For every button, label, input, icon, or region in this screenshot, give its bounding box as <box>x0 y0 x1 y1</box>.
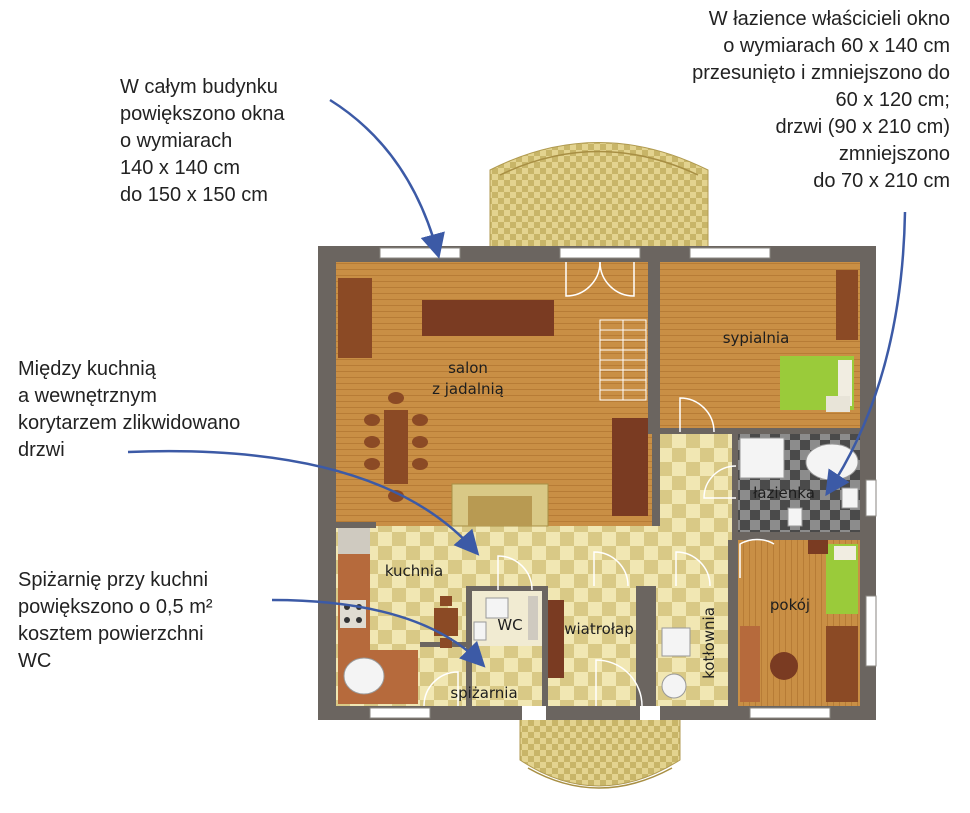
interior-walls <box>336 246 860 706</box>
salon-furniture <box>338 278 648 527</box>
bottom-terrace <box>519 711 681 789</box>
boiler-door <box>675 551 711 587</box>
bedroom-door <box>679 397 715 433</box>
top-terrace <box>489 142 709 249</box>
arrow-kitchen-door <box>127 449 480 556</box>
room-label-wc: WC <box>497 616 522 634</box>
room-label-kuchnia: kuchnia <box>385 562 443 580</box>
pantry-door <box>423 671 459 707</box>
wc-door <box>497 555 533 591</box>
room-label-pokoj: pokój <box>770 596 810 614</box>
room-label-lazienka: łazienka <box>753 484 815 502</box>
stairs <box>599 319 647 401</box>
room-label-spizarnia: spiżarnia <box>450 684 517 702</box>
room-label-sypialnia: sypialnia <box>723 329 790 347</box>
annotation-arrows <box>127 98 907 668</box>
kotlownia-fixtures <box>661 627 691 699</box>
bathroom-door <box>703 465 737 499</box>
annotation-pantry: Spiżarnię przy kuchni powiększono o 0,5 … <box>18 569 213 672</box>
room-label-wiatrolap: wiatrołap <box>564 620 634 638</box>
arrow-windows <box>329 98 445 259</box>
terrace-door <box>565 261 635 297</box>
windows <box>369 247 877 719</box>
annotation-kitchen-door: Między kuchnią a wewnętrznym korytarzem … <box>18 358 241 461</box>
room-label-kotlownia: kotłownia <box>700 607 718 679</box>
room-label-salon-2: z jadalnią <box>432 380 504 398</box>
wc-fixtures <box>473 596 538 641</box>
arrow-pantry <box>271 598 486 668</box>
wiatrolap-furniture <box>548 600 564 678</box>
hall-floor <box>660 432 736 532</box>
entrance-door <box>595 659 643 707</box>
pokoj-door <box>739 538 775 578</box>
arrow-bathroom <box>825 211 907 497</box>
annotation-bathroom: W łazience właścicieli okno o wymiarach … <box>692 8 950 192</box>
annotation-windows: W całym budynku powiększono okna o wymia… <box>120 76 285 206</box>
sypialnia-furniture <box>780 270 858 412</box>
room-label-salon: salon <box>448 359 488 377</box>
vestibule-door <box>593 551 629 587</box>
pokoj-furniture <box>740 540 858 702</box>
